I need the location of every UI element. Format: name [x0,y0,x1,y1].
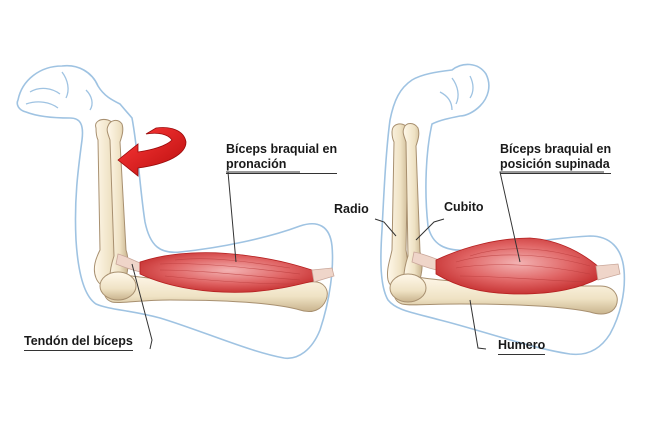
leader-left-biceps [226,171,300,263]
leader-lines [131,171,604,350]
left-arm-outline [16,64,334,359]
label-left-tendon: Tendón del bíceps [24,334,133,351]
right-biceps-proximal-tendon [595,263,621,281]
leader-left-tendon [131,263,153,350]
left-ulna-bone [106,119,129,291]
right-muscle-fibers [455,248,591,283]
right-fist-detail [439,75,474,111]
left-arm [16,64,335,359]
label-right-biceps: Bíceps braquial en posición supinada [500,142,612,174]
label-right-biceps-line1: Bíceps braquial en [500,142,612,156]
right-arm [380,63,626,356]
label-radio: Radio [334,202,369,216]
right-elbow-joint [389,273,427,303]
label-cubito: Cubito [444,200,484,214]
label-right-biceps-line2: posición supinada [500,157,612,174]
leader-radio [374,218,397,237]
label-humero: Humero [498,338,546,355]
leader-cubito [415,218,445,241]
left-biceps-proximal-tendon [311,267,335,283]
left-fist-detail [25,71,93,111]
label-left-biceps: Bíceps braquial en pronación [226,142,338,174]
label-left-biceps-line2: pronación [226,157,338,174]
leader-right-biceps [499,171,604,263]
right-humerus-bone [392,275,618,315]
left-elbow-joint [99,271,137,301]
left-humerus-bone [102,273,328,313]
pronation-arrow-icon [117,127,187,177]
left-muscle-fibers [159,258,301,285]
right-ulna-bone [402,123,423,291]
leader-humero [469,299,487,350]
label-left-biceps-line1: Bíceps braquial en [226,142,338,156]
